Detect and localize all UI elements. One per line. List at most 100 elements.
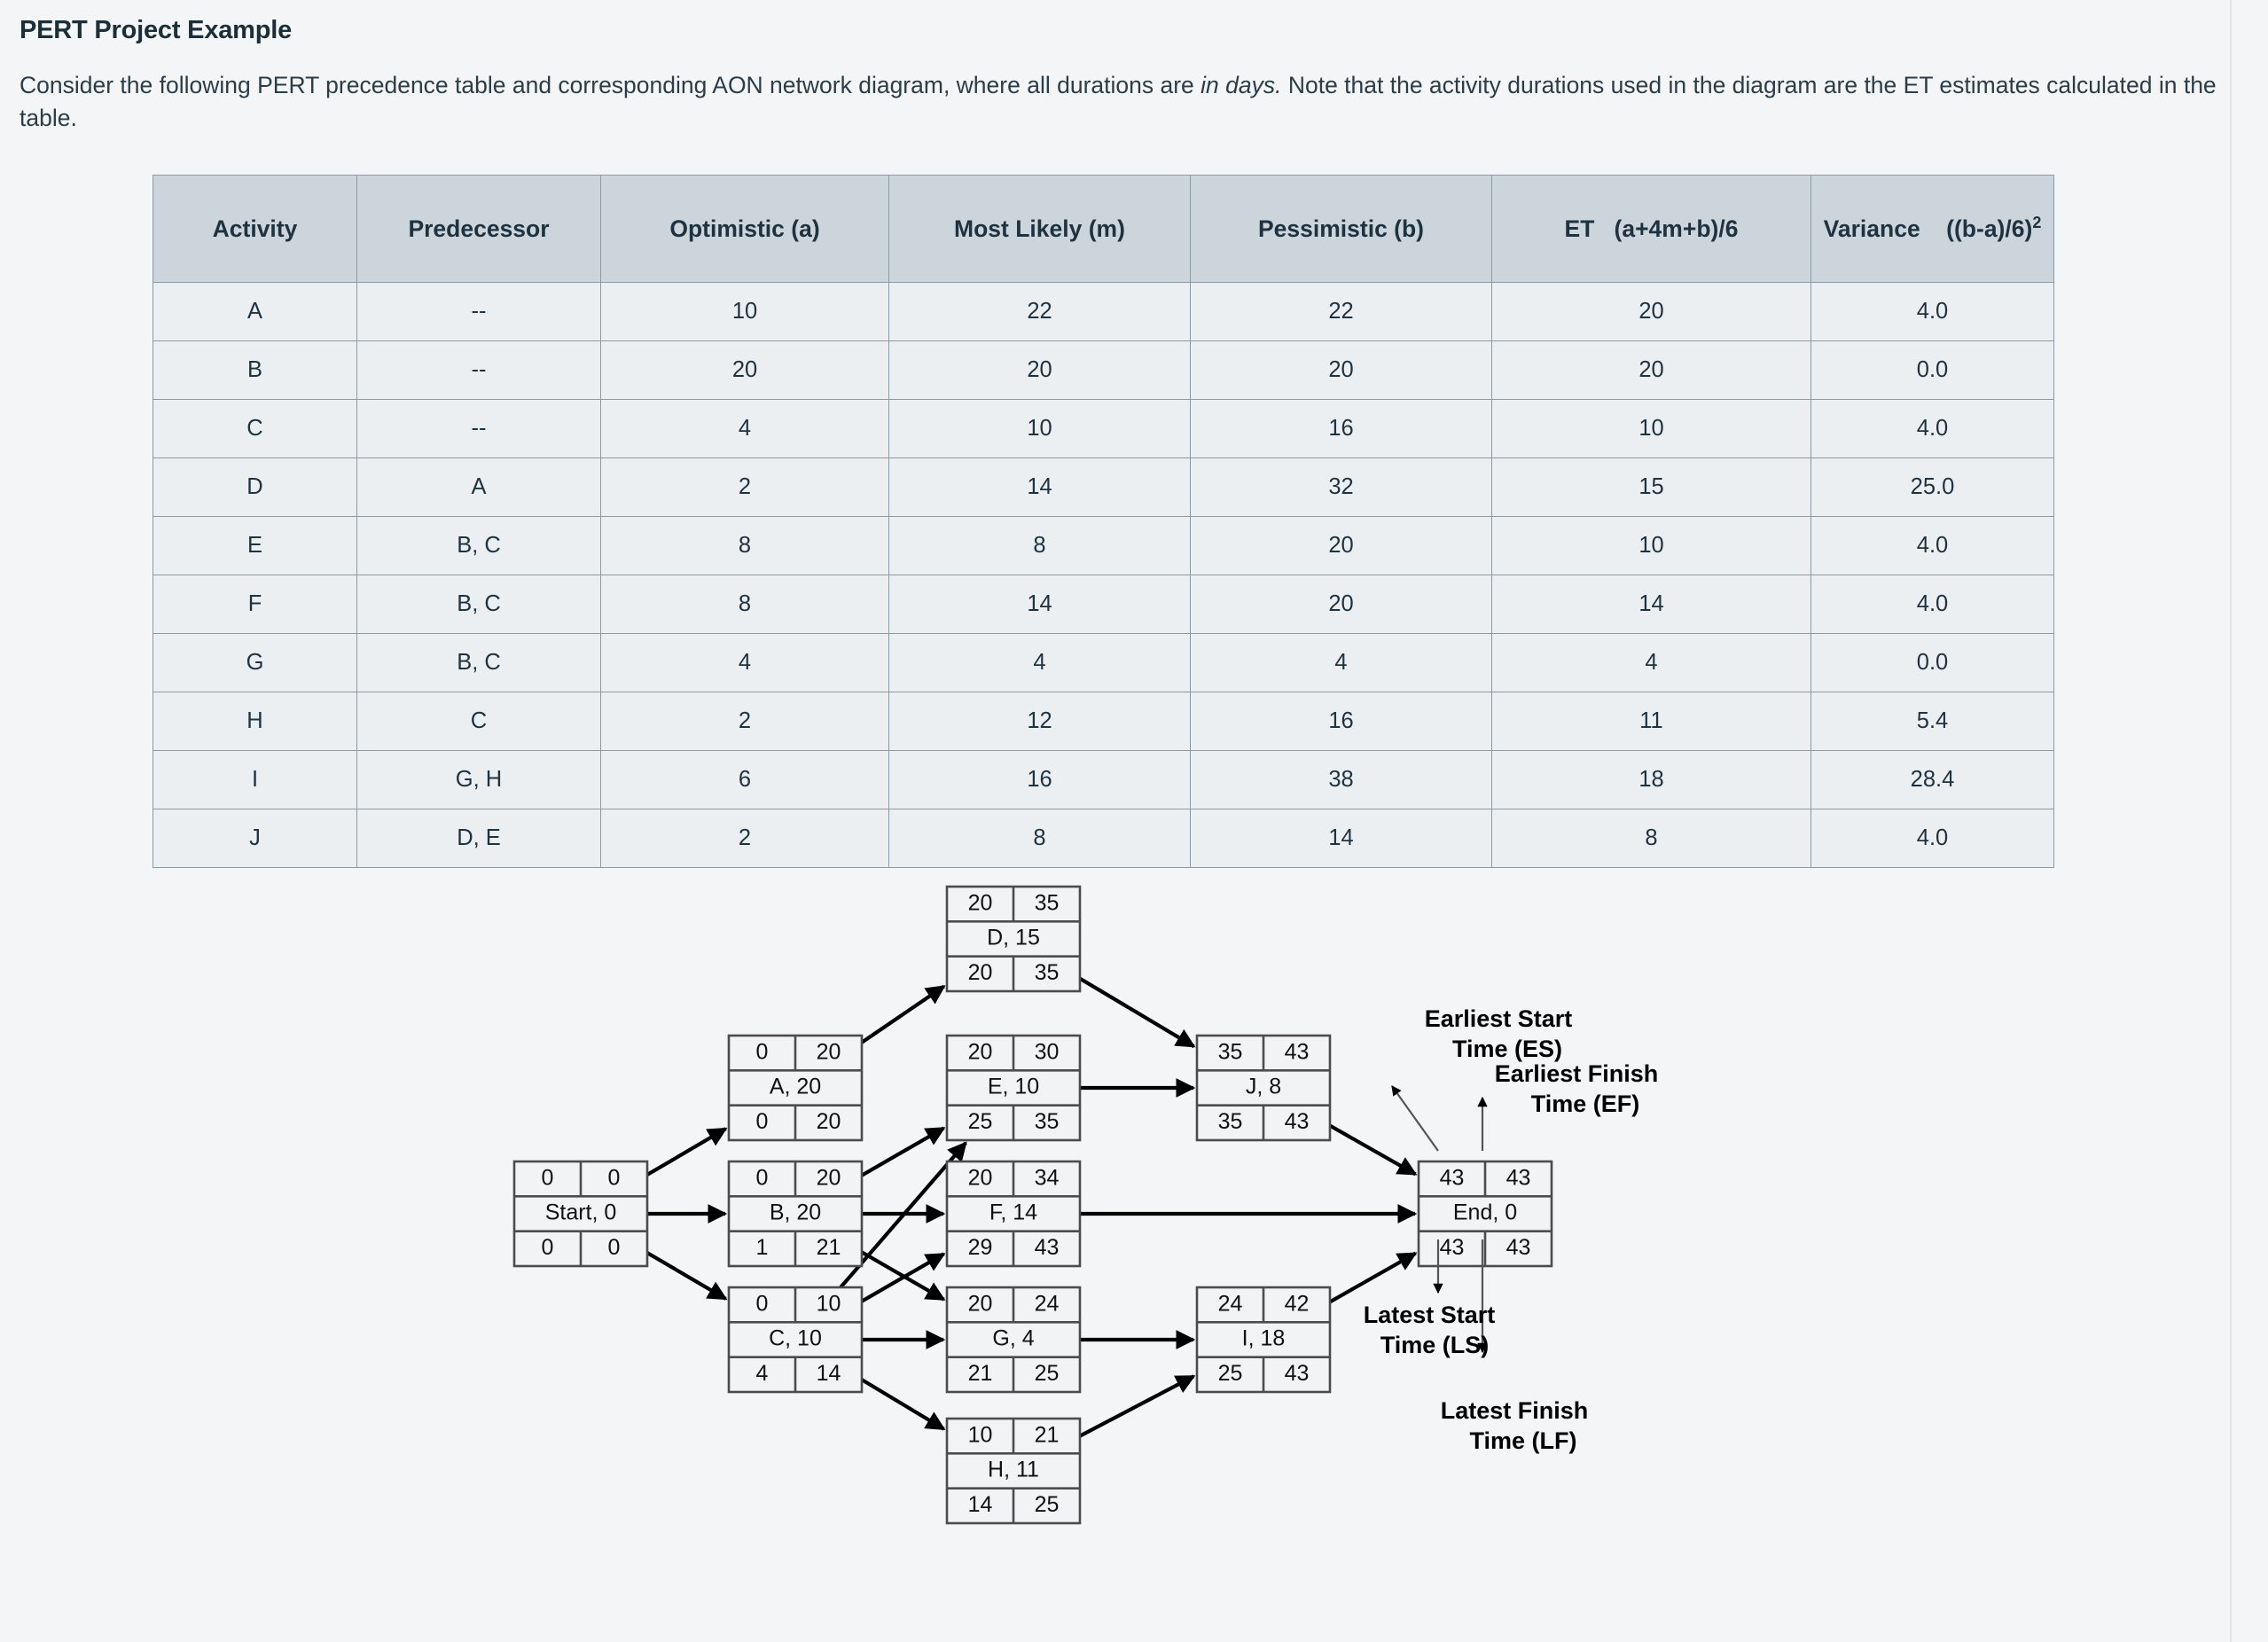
node-ls-value: 35	[1218, 1109, 1243, 1134]
node-label: H, 11	[988, 1458, 1039, 1482]
cell-variance: 0.0	[1810, 633, 2054, 692]
node-label: B, 20	[770, 1200, 821, 1225]
header-activity: Activity	[153, 175, 357, 283]
node-ef-value: 34	[1035, 1165, 1060, 1190]
node-ef-value: 30	[1035, 1039, 1060, 1064]
node-ls-value: 1	[756, 1235, 769, 1260]
node-es-value: 0	[756, 1165, 769, 1190]
node-es-value: 10	[968, 1422, 993, 1447]
intro-text-part2: Note that the activity durations used in…	[20, 72, 2217, 131]
cell-pessimistic: 20	[1190, 340, 1492, 400]
node-es-value: 43	[1440, 1165, 1465, 1190]
node-ls-value: 25	[1218, 1361, 1243, 1386]
cell-optimistic: 20	[600, 340, 889, 400]
cell-optimistic: 6	[600, 750, 889, 809]
node-es-value: 20	[968, 1165, 993, 1190]
header-variance-label: Variance	[1823, 215, 1920, 243]
cell-et: 20	[1491, 282, 1811, 341]
cell-most-likely: 14	[888, 457, 1191, 517]
cell-most-likely: 22	[888, 282, 1191, 341]
cell-most-likely: 8	[888, 516, 1191, 575]
cell-most-likely: 10	[888, 399, 1191, 458]
node-label: Start, 0	[545, 1200, 617, 1225]
node-label: E, 10	[988, 1075, 1039, 1099]
legend-lf-line2: Time (LF)	[1470, 1427, 1577, 1454]
node-label: F, 14	[989, 1200, 1037, 1225]
node-es-value: 35	[1218, 1039, 1243, 1064]
cell-most-likely: 16	[888, 750, 1191, 809]
page-title: PERT Project Example	[20, 16, 293, 44]
cell-pessimistic: 32	[1190, 457, 1492, 517]
cell-optimistic: 4	[600, 633, 889, 692]
node-ef-value: 20	[817, 1039, 841, 1064]
node-lf-value: 25	[1035, 1492, 1060, 1517]
cell-most-likely: 4	[888, 633, 1191, 692]
header-variance-exponent: 2	[2032, 214, 2042, 232]
node-es-value: 20	[968, 1291, 993, 1316]
legend-ef-line1: Earliest Finish	[1495, 1060, 1659, 1087]
node-label: D, 15	[987, 926, 1040, 950]
intro-text-italic: in days.	[1200, 72, 1282, 98]
cell-variance: 25.0	[1810, 457, 2054, 517]
cell-variance: 5.4	[1810, 692, 2054, 751]
cell-pessimistic: 38	[1190, 750, 1492, 809]
node-es-value: 0	[756, 1291, 769, 1316]
cell-most-likely: 8	[888, 809, 1191, 868]
cell-predecessor: --	[356, 282, 601, 341]
cell-optimistic: 2	[600, 692, 889, 751]
legend-es-line2: Time (ES)	[1452, 1036, 1562, 1062]
cell-et: 8	[1491, 809, 1811, 868]
header-optimistic: Optimistic (a)	[600, 175, 889, 283]
cell-most-likely: 12	[888, 692, 1191, 751]
cell-activity: C	[153, 399, 357, 458]
header-variance-formula-b: a)/6)	[1983, 215, 2033, 243]
edge-start-to-A	[645, 1127, 728, 1177]
edge-start-to-C	[645, 1251, 728, 1301]
cell-most-likely: 20	[888, 340, 1191, 400]
node-lf-value: 14	[817, 1361, 841, 1386]
cell-pessimistic: 20	[1190, 575, 1492, 634]
cell-activity: A	[153, 282, 357, 341]
node-ef-value: 42	[1285, 1291, 1310, 1316]
node-ef-value: 43	[1285, 1039, 1310, 1064]
node-lf-value: 43	[1285, 1109, 1310, 1134]
cell-pessimistic: 22	[1190, 282, 1492, 341]
cell-predecessor: --	[356, 340, 601, 400]
cell-optimistic: 8	[600, 575, 889, 634]
cell-pessimistic: 20	[1190, 516, 1492, 575]
node-ls-value: 20	[968, 960, 993, 985]
header-pessimistic: Pessimistic (b)	[1190, 175, 1492, 283]
cell-predecessor: --	[356, 399, 601, 458]
header-most-likely: Most Likely (m)	[888, 175, 1191, 283]
node-ef-value: 43	[1506, 1165, 1531, 1190]
cell-et: 11	[1491, 692, 1811, 751]
edge-H-to-I	[1079, 1374, 1196, 1438]
header-et-label: ET	[1564, 215, 1595, 242]
node-label: A, 20	[770, 1075, 821, 1099]
node-ef-value: 24	[1035, 1291, 1060, 1316]
node-lf-value: 0	[608, 1235, 621, 1260]
table-header-row: Activity Predecessor Optimistic (a) Most…	[153, 175, 2054, 283]
header-et: ET (a+4m+b)/6	[1491, 175, 1811, 283]
edge-C-to-H	[860, 1378, 946, 1431]
cell-et: 15	[1491, 457, 1811, 517]
